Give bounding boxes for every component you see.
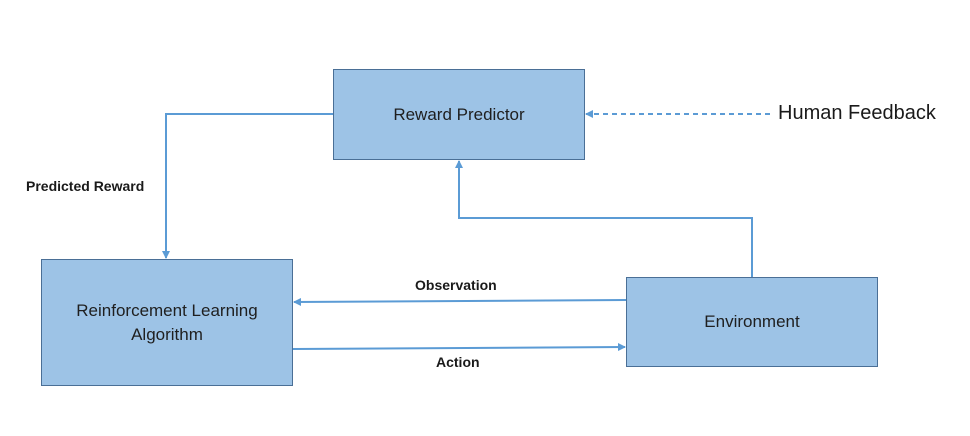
edge-predicted-reward xyxy=(162,113,333,259)
edge-label-action: Action xyxy=(436,354,480,370)
node-reward-predictor: Reward Predictor xyxy=(333,69,585,160)
node-rl-algorithm-label: Reinforcement Learning Algorithm xyxy=(76,300,258,344)
human-feedback-label: Human Feedback xyxy=(778,102,936,124)
node-environment: Environment xyxy=(626,277,878,367)
node-rl-algorithm: Reinforcement Learning Algorithm xyxy=(41,259,293,386)
edge-label-observation: Observation xyxy=(415,277,497,293)
edge-label-predicted-reward: Predicted Reward xyxy=(26,178,145,194)
edge-environment-to-reward-predictor xyxy=(455,160,753,277)
edge-action xyxy=(292,343,626,352)
node-reward-predictor-label: Reward Predictor xyxy=(393,104,525,124)
edge-observation xyxy=(293,297,627,306)
node-environment-label: Environment xyxy=(704,312,800,331)
